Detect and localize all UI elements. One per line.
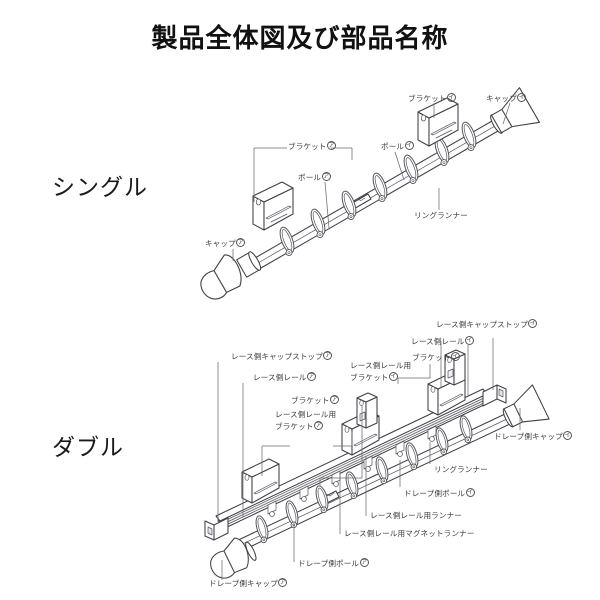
label-double-drape-cap-i: ドレープ側キャップイ	[494, 431, 573, 442]
label-single-ring-runner-text: リングランナー	[414, 211, 468, 220]
label-single-pole-a-text: ポール	[298, 173, 322, 182]
label-single-pole-i: ポールイ	[381, 141, 414, 152]
label-double-ring-runner: リングランナー	[434, 465, 488, 475]
mark-icon: イ	[446, 93, 456, 102]
mark-icon: ア	[236, 238, 246, 247]
label-double-lace-cap-stop-a-text: レース側キャップストップ	[231, 352, 323, 361]
label-double-lace-rail-runner-text: レース側レール用ランナー	[370, 511, 462, 520]
label-double-lace-rail-a: レース側レールア	[253, 372, 316, 383]
label-double-drape-pole-a-text: ドレープ側ポール	[298, 559, 360, 568]
label-single-cap-i-text: キャップ	[486, 94, 517, 103]
mark-icon: イ	[528, 319, 538, 328]
label-single-cap-a: キャップア	[205, 238, 246, 249]
label-single-pole-a: ポールア	[298, 172, 331, 183]
label-double-drape-cap-i-text: ドレープ側キャップ	[494, 432, 563, 441]
mark-icon: イ	[465, 488, 475, 497]
mark-icon: ア	[313, 420, 323, 430]
label-double-lace-cap-stop-i: レース側キャップストップイ	[436, 319, 538, 330]
label-single-cap-a-text: キャップ	[205, 239, 236, 248]
label-single-ring-runner: リングランナー	[414, 211, 468, 221]
mark-icon: ア	[278, 578, 288, 587]
section-label-single: シングル	[52, 174, 148, 200]
label-double-bracket-a: ブラケットア	[291, 395, 339, 406]
mark-icon: ア	[329, 395, 339, 404]
mark-icon: ア	[306, 372, 316, 381]
label-double-ring-runner-text: リングランナー	[434, 465, 488, 474]
label-double-drape-cap-a: ドレープ側キャップア	[209, 578, 288, 589]
mark-icon: ア	[359, 558, 369, 567]
label-double-lace-rail-bracket-a-line1: レース側レール用	[275, 410, 337, 419]
label-double-lace-cap-stop-i-text: レース側キャップストップ	[436, 320, 528, 329]
label-single-cap-i: キャップイ	[486, 93, 527, 104]
label-double-lace-rail-bracket-a: レース側レール用 ブラケットア	[275, 410, 345, 432]
label-double-lace-rail-a-text: レース側レール	[253, 373, 307, 382]
page-title: 製品全体図及び部品名称	[151, 23, 449, 53]
label-double-bracket-a-text: ブラケット	[291, 396, 330, 405]
mark-icon: イ	[517, 93, 527, 102]
label-double-lace-rail-bracket-i-line2: ブラケット	[350, 372, 389, 382]
label-double-lace-rail-runner: レース側レール用ランナー	[370, 511, 462, 521]
mark-icon: ア	[323, 351, 333, 360]
label-double-lace-rail-bracket-i-line1: レース側レール用	[350, 361, 412, 370]
label-double-lace-rail-bracket-i: レース側レール用 ブラケットイ	[350, 361, 420, 383]
label-single-bracket-a-text: ブラケット	[288, 142, 327, 151]
label-double-lace-cap-stop-a: レース側キャップストップア	[231, 351, 333, 362]
label-single-bracket-a: ブラケットア	[288, 141, 336, 152]
label-single-bracket-i: ブラケットイ	[408, 93, 456, 104]
label-double-drape-pole-i-text: ドレープ側ポール	[404, 489, 466, 498]
label-single-bracket-i-text: ブラケット	[408, 94, 447, 103]
mark-icon: イ	[464, 336, 474, 345]
mark-icon: ア	[321, 172, 331, 181]
label-double-drape-cap-a-text: ドレープ側キャップ	[209, 579, 278, 588]
label-double-lace-rail-bracket-a-line2: ブラケット	[275, 421, 314, 431]
section-label-double: ダブル	[52, 434, 124, 460]
label-double-drape-pole-i: ドレープ側ポールイ	[404, 488, 475, 499]
mark-icon: イ	[404, 141, 414, 150]
label-double-lace-rail-i: レース側レールイ	[411, 336, 474, 347]
mark-icon: ア	[326, 141, 336, 150]
label-double-drape-pole-a: ドレープ側ポールア	[298, 558, 369, 569]
label-single-pole-i-text: ポール	[381, 142, 405, 151]
label-double-lace-rail-i-text: レース側レール	[411, 337, 465, 346]
mark-icon: イ	[450, 352, 460, 361]
label-double-bracket-i: ブラケットイ	[412, 352, 460, 363]
label-double-bracket-i-text: ブラケット	[412, 353, 451, 362]
label-double-lace-rail-magnet-runner-text: レース側レール用マグネットランナー	[344, 529, 475, 538]
label-double-lace-rail-magnet-runner: レース側レール用マグネットランナー	[344, 529, 474, 539]
mark-icon: イ	[388, 371, 398, 381]
mark-icon: イ	[563, 431, 573, 440]
